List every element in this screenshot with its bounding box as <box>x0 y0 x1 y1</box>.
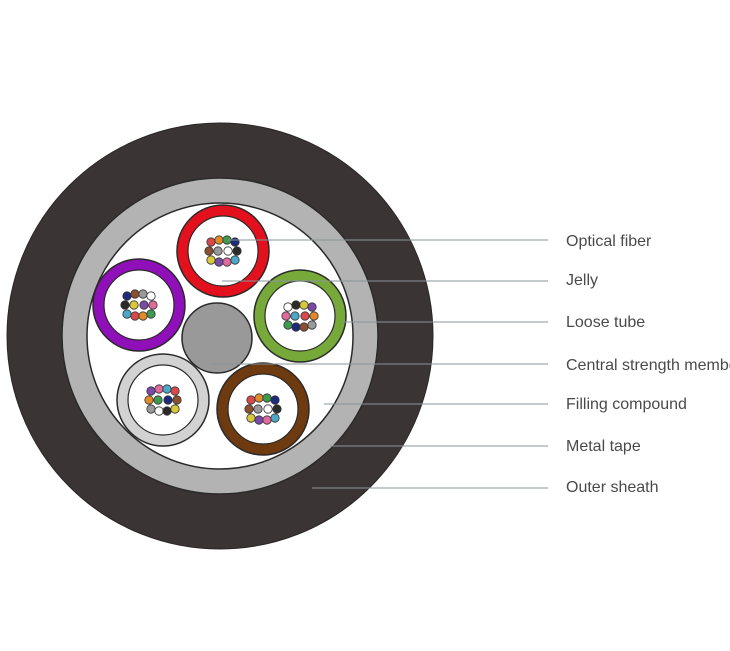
loose-tube-red <box>176 204 270 298</box>
optical-fiber <box>283 320 293 330</box>
optical-fiber <box>172 395 182 405</box>
optical-fiber <box>299 322 309 332</box>
central-strength-member <box>181 302 253 374</box>
optical-fiber <box>307 320 317 330</box>
optical-fiber <box>291 322 301 332</box>
optical-fiber <box>138 289 148 299</box>
optical-fiber <box>244 404 254 414</box>
loose-tube-gray-jelly <box>127 364 199 436</box>
optical-fiber <box>146 404 156 414</box>
optical-fiber <box>120 300 130 310</box>
label-optical-fiber: Optical fiber <box>566 233 652 250</box>
loose-tube-red-jelly <box>187 215 259 287</box>
optical-fiber <box>162 406 172 416</box>
loose-tube-green-jelly <box>264 280 336 352</box>
optical-fiber <box>230 255 240 265</box>
optical-fiber <box>214 235 224 245</box>
optical-fiber <box>206 237 216 247</box>
optical-fiber <box>154 384 164 394</box>
optical-fiber <box>138 311 148 321</box>
optical-fiber <box>270 395 280 405</box>
loose-tube-brown <box>216 362 310 456</box>
optical-fiber <box>213 246 223 256</box>
optical-fiber <box>146 386 156 396</box>
optical-fiber <box>170 386 180 396</box>
optical-fiber <box>222 257 232 267</box>
fiber-bundle <box>204 235 242 267</box>
optical-fiber <box>299 300 309 310</box>
fiber-bundle <box>144 384 182 416</box>
optical-fiber <box>230 237 240 247</box>
optical-fiber <box>246 395 256 405</box>
optical-fiber <box>272 404 282 414</box>
optical-fiber <box>153 395 163 405</box>
optical-fiber <box>146 291 156 301</box>
optical-fiber <box>291 300 301 310</box>
optical-fiber <box>262 393 272 403</box>
optical-fiber <box>144 395 154 405</box>
optical-fiber <box>232 246 242 256</box>
optical-fiber <box>214 257 224 267</box>
label-metal-tape: Metal tape <box>566 438 641 455</box>
optical-fiber <box>300 311 310 321</box>
fiber-bundle <box>244 393 282 425</box>
optical-fiber <box>223 246 233 256</box>
loose-tube-purple-jelly <box>103 269 175 341</box>
optical-fiber <box>146 309 156 319</box>
loose-tube-green <box>253 269 347 363</box>
optical-fiber <box>270 413 280 423</box>
optical-fiber <box>122 291 132 301</box>
optical-fiber <box>309 311 319 321</box>
optical-fiber <box>281 311 291 321</box>
optical-fiber <box>262 415 272 425</box>
optical-fiber <box>130 289 140 299</box>
optical-fiber <box>283 302 293 312</box>
label-jelly: Jelly <box>566 272 599 289</box>
optical-fiber <box>254 393 264 403</box>
optical-fiber <box>254 415 264 425</box>
optical-fiber <box>139 300 149 310</box>
fiber-bundle <box>281 300 319 332</box>
optical-fiber <box>122 309 132 319</box>
loose-tube-purple <box>92 258 186 352</box>
optical-fiber <box>162 384 172 394</box>
loose-tube-brown-jelly <box>227 373 299 445</box>
optical-fiber <box>290 311 300 321</box>
optical-fiber <box>130 311 140 321</box>
label-loose-tube: Loose tube <box>566 314 646 331</box>
optical-fiber <box>204 246 214 256</box>
optical-fiber <box>206 255 216 265</box>
optical-fiber <box>263 404 273 414</box>
loose-tube-gray <box>116 353 210 447</box>
optical-fiber <box>163 395 173 405</box>
optical-fiber <box>154 406 164 416</box>
label-central-strength-member: Central strength member <box>566 357 730 374</box>
fiber-bundle <box>120 289 158 321</box>
label-outer-sheath: Outer sheath <box>566 479 659 496</box>
optical-fiber <box>246 413 256 423</box>
optical-fiber <box>253 404 263 414</box>
optical-fiber <box>307 302 317 312</box>
optical-fiber <box>170 404 180 414</box>
optical-fiber <box>148 300 158 310</box>
label-filling-compound: Filling compound <box>566 396 687 413</box>
optical-fiber <box>129 300 139 310</box>
